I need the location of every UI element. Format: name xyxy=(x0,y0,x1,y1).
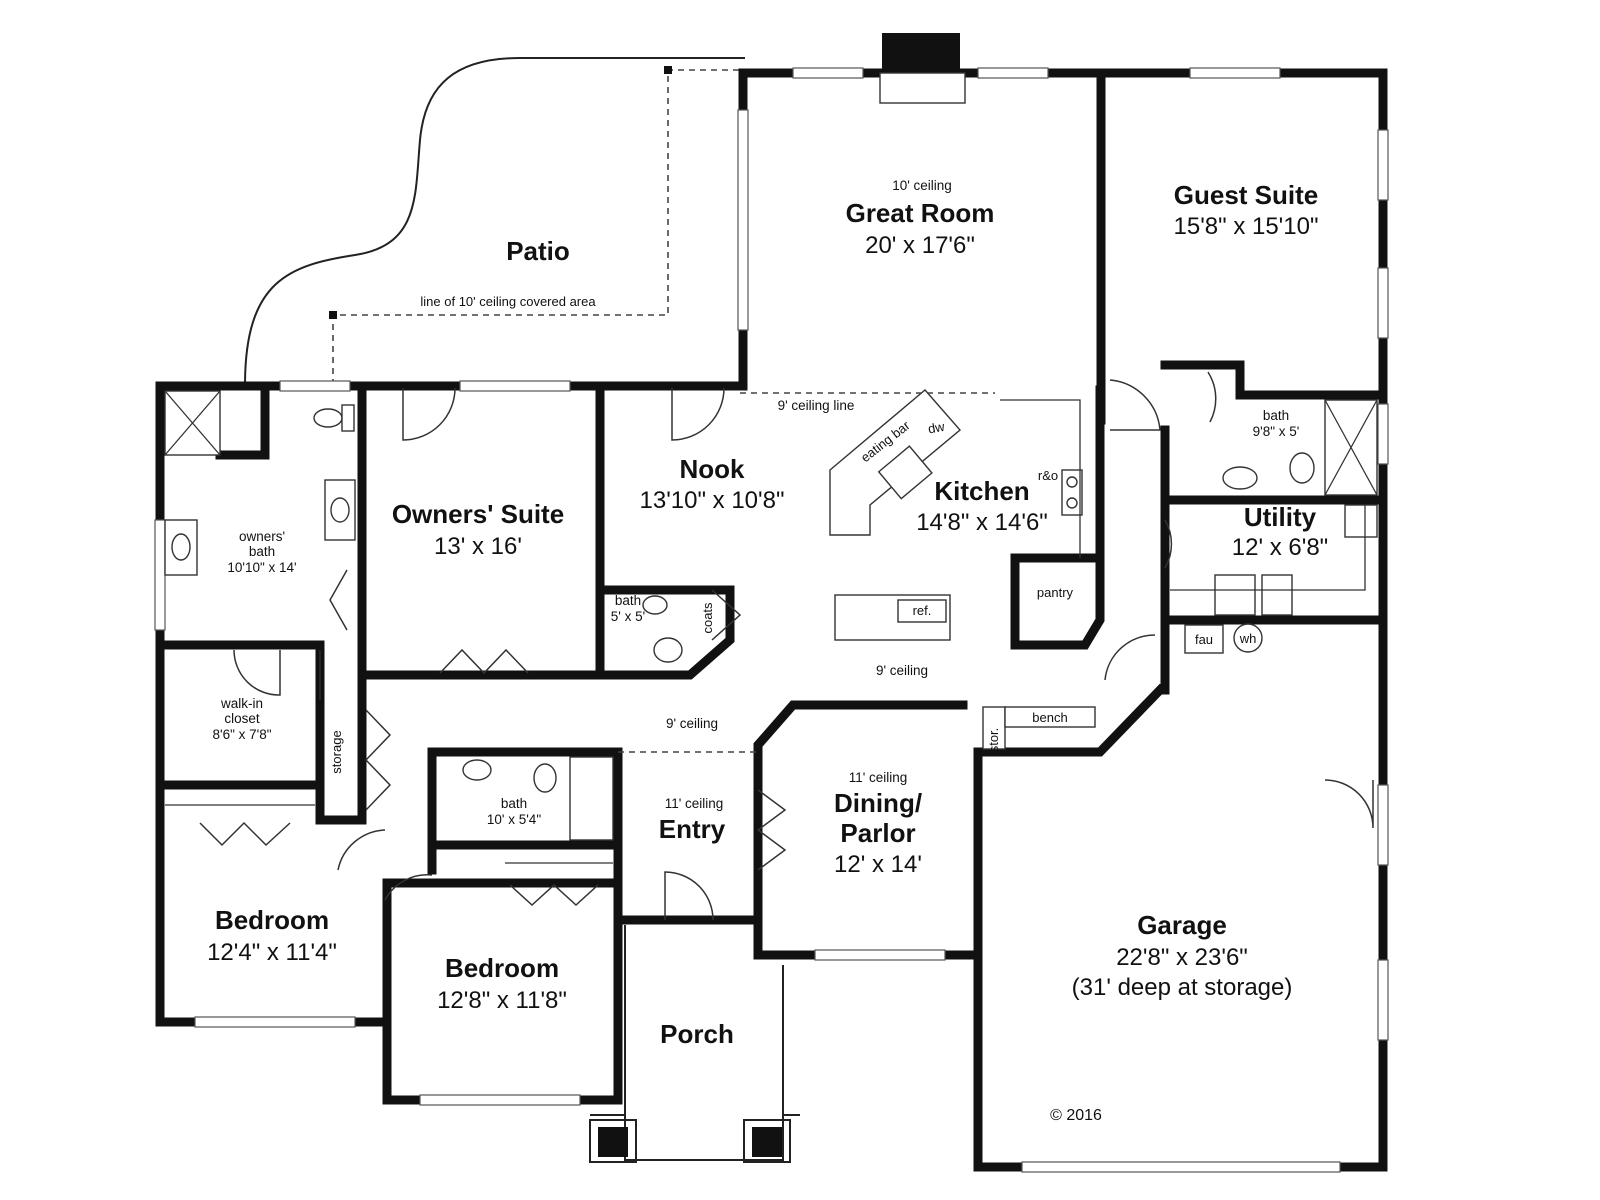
great-room-ceiling: 10' ceiling xyxy=(892,178,952,193)
owners-bath-label-1: owners' xyxy=(239,529,285,544)
entry-hall-ceiling-label: 9' ceiling xyxy=(666,716,718,731)
guest-suite-dims: 15'8" x 15'10" xyxy=(1174,213,1319,240)
windows xyxy=(154,67,1389,1173)
porch-label: Porch xyxy=(660,1019,734,1049)
owners-bath-dims: 10'10" x 14' xyxy=(227,560,296,575)
great-room-label: Great Room xyxy=(846,198,995,228)
covered-area-line xyxy=(332,69,743,385)
patio xyxy=(244,57,745,386)
refrigerator-label: ref. xyxy=(913,603,932,618)
dining-ceiling: 11' ceiling xyxy=(849,770,908,785)
bedroom-1-label: Bedroom xyxy=(215,905,329,935)
range-oven-label: r&o xyxy=(1038,468,1058,483)
half-bath-dims: 5' x 5' xyxy=(611,609,645,624)
half-bath-label: bath xyxy=(615,593,641,608)
garage-label: Garage xyxy=(1137,910,1227,940)
kitchen-label: Kitchen xyxy=(934,476,1029,506)
hall-ceiling-label: 9' ceiling xyxy=(876,663,928,678)
guest-suite-label: Guest Suite xyxy=(1174,180,1318,210)
patio-note: line of 10' ceiling covered area xyxy=(420,294,596,309)
closet-dims: 8'6" x 7'8" xyxy=(212,727,271,742)
bedroom-2-dims: 12'8" x 11'8" xyxy=(437,987,567,1014)
guest-bath-dims: 9'8" x 5' xyxy=(1253,424,1300,439)
ceiling-line-label: 9' ceiling line xyxy=(778,398,855,413)
owners-bath-label-2: bath xyxy=(249,544,275,559)
guest-bath-label: bath xyxy=(1263,408,1289,423)
garage-note: (31' deep at storage) xyxy=(1072,974,1293,1001)
bench-label: bench xyxy=(1032,710,1067,725)
fau-label: fau xyxy=(1195,632,1213,647)
dining-label-1: Dining/ xyxy=(834,788,922,818)
entry-ceiling: 11' ceiling xyxy=(665,796,724,811)
closet-label-1: walk-in xyxy=(220,696,263,711)
bedroom-2-label: Bedroom xyxy=(445,953,559,983)
dining-label-2: Parlor xyxy=(840,818,915,848)
copyright-label: © 2016 xyxy=(1050,1107,1102,1124)
patio-outline xyxy=(244,57,745,386)
nook-dims: 13'10" x 10'8" xyxy=(640,487,785,514)
entry-label: Entry xyxy=(659,814,726,844)
utility-label: Utility xyxy=(1244,502,1317,532)
patio-label: Patio xyxy=(506,236,570,266)
interior-walls xyxy=(155,68,1388,927)
owners-suite-dims: 13' x 16' xyxy=(434,533,522,560)
fixtures xyxy=(164,389,1378,1163)
dishwasher-label: dw xyxy=(927,419,947,437)
owners-suite-label: Owners' Suite xyxy=(392,499,564,529)
room-labels: Patio line of 10' ceiling covered area 1… xyxy=(207,178,1328,1124)
wh-label: wh xyxy=(1239,631,1257,646)
coats-label: coats xyxy=(700,602,715,634)
pantry-label: pantry xyxy=(1037,585,1074,600)
closet-label-2: closet xyxy=(224,711,260,726)
stor-label: stor. xyxy=(986,728,1001,753)
hall-bath-label: bath xyxy=(501,796,527,811)
storage-label: storage xyxy=(329,730,344,773)
doors xyxy=(199,371,1374,921)
utility-dims: 12' x 6'8" xyxy=(1232,534,1328,561)
kitchen-dims: 14'8" x 14'6" xyxy=(916,509,1048,536)
nook-label: Nook xyxy=(680,454,746,484)
hall-bath-dims: 10' x 5'4" xyxy=(487,812,541,827)
bedroom-1-dims: 12'4" x 11'4" xyxy=(207,939,337,966)
garage-dims: 22'8" x 23'6" xyxy=(1116,944,1248,971)
great-room-dims: 20' x 17'6" xyxy=(865,232,975,259)
dining-dims: 12' x 14' xyxy=(834,851,922,878)
